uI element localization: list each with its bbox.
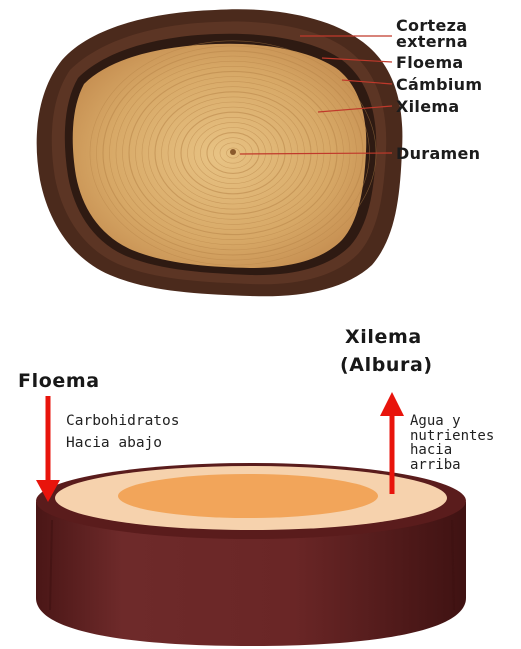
- floema-note-line1: Carbohidratos: [66, 413, 180, 430]
- heartwood-top: [118, 474, 378, 518]
- trunk-cylinder: [36, 463, 466, 646]
- label-corteza-line2: externa: [396, 34, 468, 50]
- xilema-note-line4: arriba: [410, 458, 494, 473]
- xilema-note-line1: Agua y: [410, 414, 494, 429]
- label-floema: Floema: [396, 55, 464, 71]
- xilema-note-line2: nutrientes: [410, 429, 494, 444]
- label-xilema: Xilema: [396, 99, 459, 115]
- floema-arrow: [36, 396, 60, 502]
- label-duramen: Duramen: [396, 146, 480, 162]
- label-xilema-flow: Xilema: [345, 328, 422, 347]
- xilema-note: Agua y nutrientes hacia arriba: [410, 414, 494, 472]
- label-albura: (Albura): [340, 356, 433, 375]
- label-floema-flow: Floema: [18, 372, 100, 391]
- pith: [230, 149, 236, 155]
- xilema-note-line3: hacia: [410, 443, 494, 458]
- floema-note: Carbohidratos Hacia abajo: [66, 413, 180, 452]
- label-cambium: Cámbium: [396, 77, 482, 93]
- floema-note-line2: Hacia abajo: [66, 435, 180, 452]
